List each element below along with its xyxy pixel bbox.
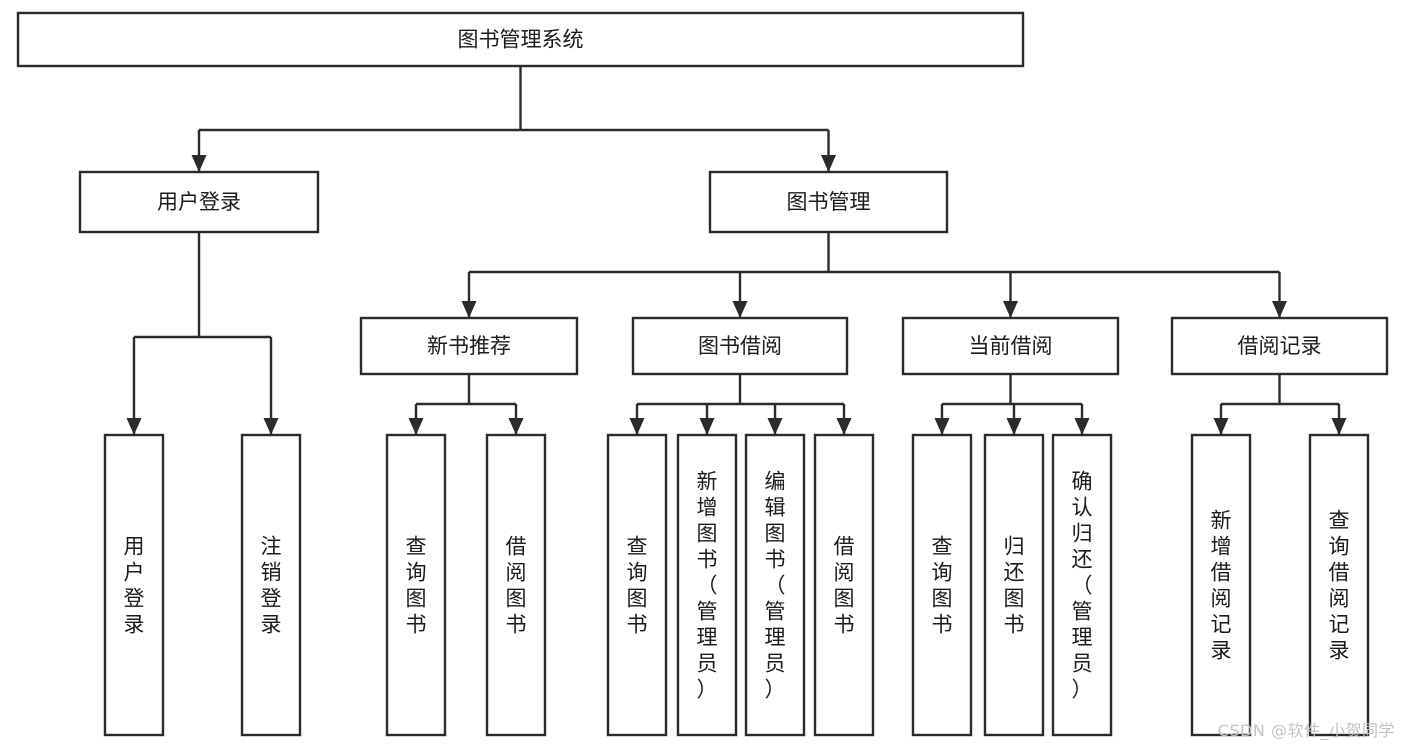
node-root[interactable]: 图书管理系统: [16, 11, 1025, 68]
arrow-icon-new-book-recommend: [461, 301, 477, 318]
node-leaf-query-book-2[interactable]: 查询图书: [606, 433, 668, 737]
arrow-icon-leaf-user-login: [126, 418, 142, 435]
node-leaf-borrow-book-1[interactable]: 借阅图书: [485, 433, 547, 737]
node-leaf-add-record[interactable]: 新增借阅记录: [1190, 433, 1252, 737]
connector-current-borrow: [934, 374, 1090, 435]
node-label-current-borrow: 当前借阅: [969, 334, 1053, 358]
node-box-user-login: [78, 170, 320, 234]
node-label-leaf-borrow-book-2: 借阅图书: [834, 534, 855, 636]
arrow-icon-leaf-return-book: [1006, 418, 1022, 435]
nodes-layer: 图书管理系统用户登录图书管理新书推荐图书借阅当前借阅借阅记录用户登录注销登录查询…: [16, 11, 1389, 737]
node-box-root: [16, 11, 1025, 68]
node-label-leaf-logout: 注销登录: [261, 534, 282, 636]
node-user-login[interactable]: 用户登录: [78, 170, 320, 234]
arrow-icon-leaf-query-book-1: [408, 418, 424, 435]
node-box-leaf-borrow-book-1: [485, 433, 547, 737]
node-leaf-add-book[interactable]: 新增图书（管理员）: [676, 433, 738, 737]
node-label-leaf-edit-book: 编辑图书（管理员）: [765, 469, 786, 701]
node-label-leaf-query-book-2: 查询图书: [627, 534, 648, 636]
arrow-icon-leaf-logout: [263, 418, 279, 435]
node-box-leaf-return-book: [983, 433, 1045, 737]
node-box-borrow-record: [1170, 316, 1389, 376]
node-leaf-query-book-1[interactable]: 查询图书: [385, 433, 447, 737]
node-label-leaf-query-book-3: 查询图书: [932, 534, 953, 636]
arrow-icon-leaf-query-book-2: [629, 418, 645, 435]
node-box-current-borrow: [901, 316, 1120, 376]
arrow-icon-leaf-borrow-book-1: [508, 418, 524, 435]
node-box-leaf-user-login: [103, 433, 165, 737]
node-label-leaf-return-book: 归还图书: [1004, 534, 1025, 636]
node-box-book-borrow: [631, 316, 849, 376]
node-label-new-book-recommend: 新书推荐: [427, 334, 511, 358]
node-leaf-edit-book[interactable]: 编辑图书（管理员）: [744, 433, 806, 737]
arrow-icon-leaf-add-record: [1213, 418, 1229, 435]
node-box-leaf-query-book-2: [606, 433, 668, 737]
node-label-leaf-add-record: 新增借阅记录: [1211, 508, 1232, 662]
node-box-leaf-add-book: [676, 433, 738, 737]
node-label-user-login: 用户登录: [157, 190, 241, 214]
arrow-icon-book-management: [821, 155, 836, 172]
node-leaf-return-book[interactable]: 归还图书: [983, 433, 1045, 737]
node-label-leaf-confirm-return: 确认归还（管理员）: [1072, 469, 1093, 701]
node-label-leaf-query-book-1: 查询图书: [406, 534, 427, 636]
arrow-icon-leaf-edit-book: [767, 418, 783, 435]
connector-root: [191, 66, 836, 172]
node-box-leaf-query-book-1: [385, 433, 447, 737]
connectors-layer: [126, 66, 1347, 435]
node-box-book-management: [708, 170, 949, 234]
connector-book-borrow: [629, 374, 852, 435]
node-label-leaf-add-book: 新增图书（管理员）: [697, 469, 718, 701]
arrow-icon-leaf-confirm-return: [1074, 418, 1090, 435]
node-box-leaf-query-book-3: [911, 433, 973, 737]
node-label-leaf-borrow-book-1: 借阅图书: [506, 534, 527, 636]
node-current-borrow[interactable]: 当前借阅: [901, 316, 1120, 376]
node-leaf-borrow-book-2[interactable]: 借阅图书: [813, 433, 875, 737]
node-book-borrow[interactable]: 图书借阅: [631, 316, 849, 376]
node-box-leaf-borrow-book-2: [813, 433, 875, 737]
node-leaf-query-record[interactable]: 查询借阅记录: [1308, 433, 1370, 737]
node-leaf-query-book-3[interactable]: 查询图书: [911, 433, 973, 737]
node-borrow-record[interactable]: 借阅记录: [1170, 316, 1389, 376]
node-box-leaf-confirm-return: [1051, 433, 1113, 737]
node-box-leaf-edit-book: [744, 433, 806, 737]
connector-user-login: [126, 232, 279, 435]
node-box-leaf-logout: [240, 433, 302, 737]
arrow-icon-leaf-query-record: [1331, 418, 1347, 435]
connector-book-management: [461, 232, 1287, 318]
node-label-book-borrow: 图书借阅: [698, 334, 782, 358]
node-label-leaf-user-login: 用户登录: [124, 534, 145, 636]
node-leaf-user-login[interactable]: 用户登录: [103, 433, 165, 737]
arrow-icon-user-login: [191, 155, 207, 172]
node-label-root: 图书管理系统: [458, 28, 584, 52]
connector-borrow-record: [1213, 374, 1347, 435]
connector-new-book-recommend: [408, 374, 524, 435]
node-box-leaf-add-record: [1190, 433, 1252, 737]
arrow-icon-leaf-add-book: [699, 418, 715, 435]
arrow-icon-current-borrow: [1003, 301, 1018, 318]
node-new-book-recommend[interactable]: 新书推荐: [359, 316, 579, 376]
node-leaf-logout[interactable]: 注销登录: [240, 433, 302, 737]
arrow-icon-borrow-record: [1272, 301, 1287, 318]
arrow-icon-leaf-query-book-3: [934, 418, 950, 435]
arrow-icon-book-borrow: [732, 301, 748, 318]
node-leaf-confirm-return[interactable]: 确认归还（管理员）: [1051, 433, 1113, 737]
node-book-management[interactable]: 图书管理: [708, 170, 949, 234]
node-box-leaf-query-record: [1308, 433, 1370, 737]
node-label-leaf-query-record: 查询借阅记录: [1329, 508, 1350, 662]
node-label-borrow-record: 借阅记录: [1238, 334, 1322, 358]
node-box-new-book-recommend: [359, 316, 579, 376]
node-label-book-management: 图书管理: [787, 190, 871, 214]
arrow-icon-leaf-borrow-book-2: [836, 418, 852, 435]
